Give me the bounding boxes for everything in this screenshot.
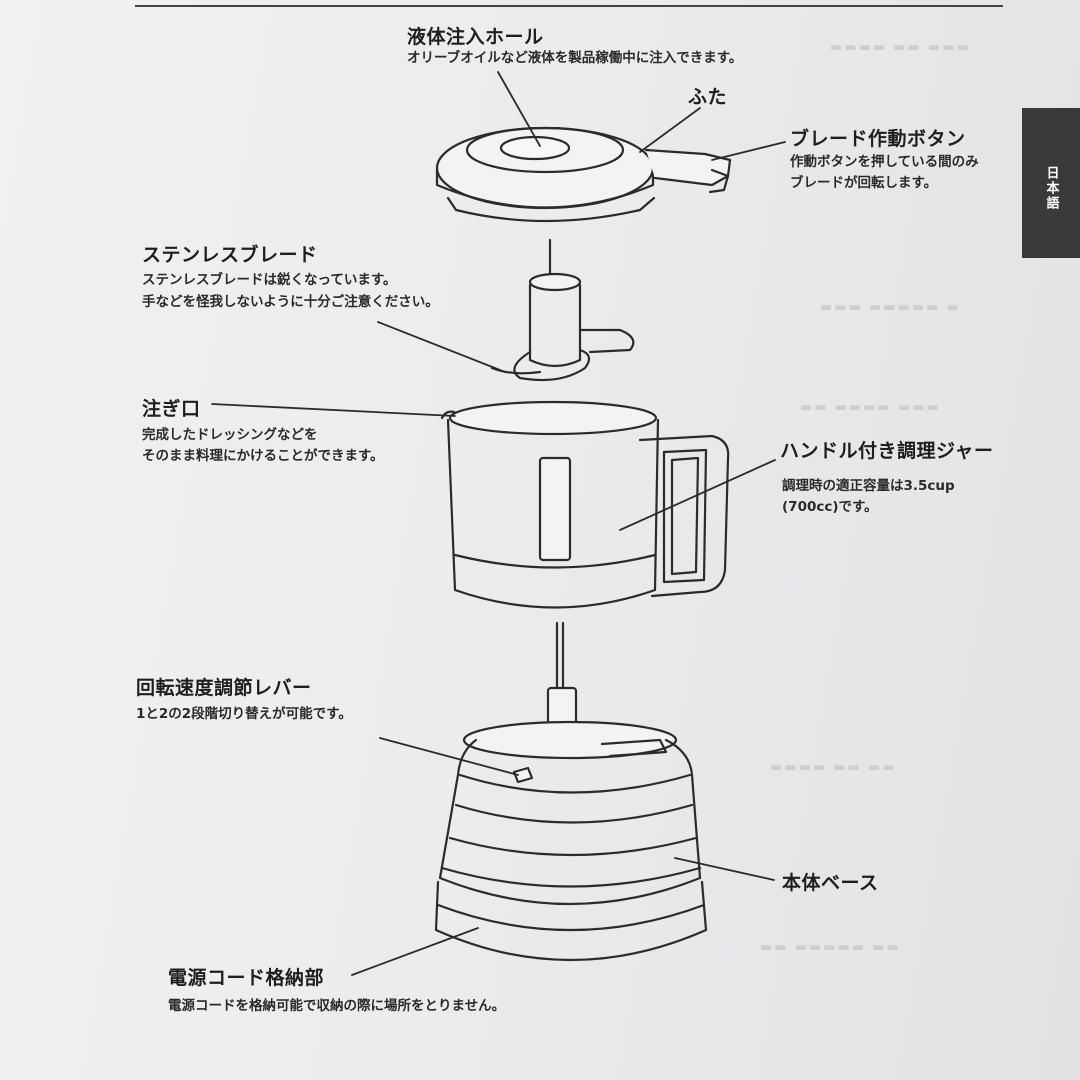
speed-lever-desc: 1と2の2段階切り替えが可能です。 <box>136 706 352 722</box>
fill-hole-title: 液体注入ホール <box>407 26 544 48</box>
jar-title: ハンドル付き調理ジャー <box>780 440 994 462</box>
spout-desc-2: そのまま料理にかけることができます。 <box>142 448 384 464</box>
stainless-blade-title: ステンレスブレード <box>142 244 318 266</box>
bleed-through-text: ▬▬▬▬ ▬▬ ▬▬ <box>770 760 897 775</box>
base-title: 本体ベース <box>782 872 879 894</box>
blade-button-desc-2: ブレードが回転します。 <box>790 175 938 191</box>
leader-lines <box>211 71 786 976</box>
cord-storage-title: 電源コード格納部 <box>168 967 325 989</box>
spout-desc-1: 完成したドレッシングなどを <box>142 427 318 443</box>
blade-button-title: ブレード作動ボタン <box>790 128 966 150</box>
spout-title: 注ぎ口 <box>142 398 201 420</box>
bleed-through-text: ▬▬▬ ▬▬▬▬▬ ▬ <box>820 300 961 315</box>
stainless-blade-desc-1: ステンレスブレードは鋭くなっています。 <box>142 272 397 288</box>
jar-desc-2: (700cc)です。 <box>782 499 878 515</box>
blade-illustration <box>490 238 635 382</box>
lid-illustration <box>435 126 732 223</box>
jar-desc-1: 調理時の適正容量は3.5cup <box>782 478 955 494</box>
cord-storage-desc: 電源コードを格納可能で収納の際に場所をとりません。 <box>168 998 506 1014</box>
language-tab-label: 日本語 <box>1043 165 1059 211</box>
stainless-blade-desc-2: 手などを怪我しないように十分ご注意ください。 <box>142 294 439 310</box>
base-illustration <box>434 621 708 961</box>
speed-lever-title: 回転速度調節レバー <box>136 677 312 699</box>
bleed-through-text: ▬▬ ▬▬▬▬ ▬▬▬ <box>800 400 941 415</box>
blade-button-desc-1: 作動ボタンを押している間のみ <box>790 154 979 170</box>
bleed-through-text: ▬▬▬▬ ▬▬ ▬▬▬ <box>830 40 971 55</box>
fill-hole-desc: オリーブオイルなど液体を製品稼働中に注入できます。 <box>407 50 743 66</box>
lid-title: ふた <box>688 86 728 108</box>
bleed-through-text: ▬▬ ▬▬▬▬▬ ▬▬ <box>760 940 901 955</box>
jar-illustration <box>440 400 730 609</box>
language-tab: 日本語 <box>1022 108 1080 258</box>
